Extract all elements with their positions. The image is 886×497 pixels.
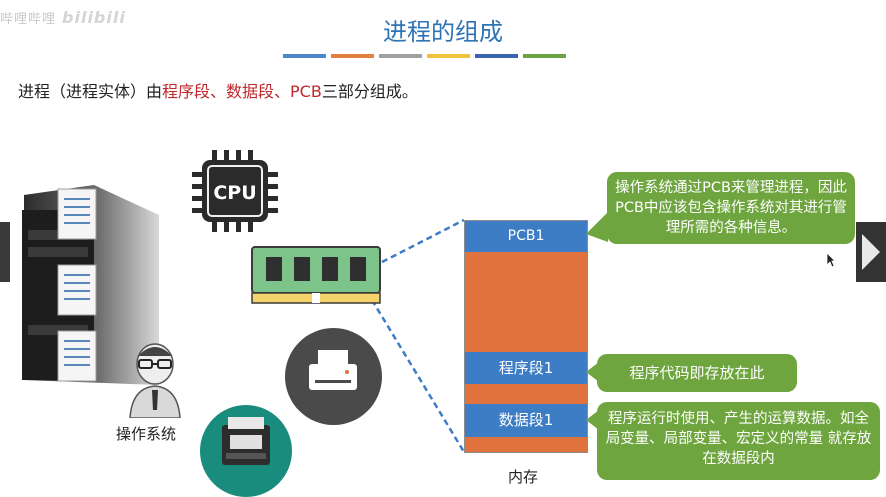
- memory-free-space: [464, 252, 588, 352]
- color-segment: [379, 54, 422, 58]
- memory-frame: [464, 220, 588, 453]
- mouse-cursor-icon: [826, 252, 836, 268]
- os-person-icon: [129, 343, 181, 418]
- memory-data-segment: 数据段1: [464, 404, 588, 437]
- color-segment: [331, 54, 374, 58]
- watermark-text: 哔哩哔哩: [0, 12, 57, 27]
- pcb-callout: 操作系统通过PCB来管理进程，因此PCB中应该包含操作系统对其进行管理所需的各种…: [607, 172, 855, 244]
- program-callout-tail: [586, 362, 599, 382]
- chevron-right-icon: [862, 234, 880, 270]
- data-callout: 程序运行时使用、产生的运算数据。如全局变量、局部变量、宏定义的常量 就存放在数据…: [597, 402, 880, 480]
- server-icon: [22, 185, 159, 385]
- color-segment: [427, 54, 470, 58]
- intro-highlight: 程序段、数据段、PCB: [162, 82, 322, 101]
- memory-free-space: [464, 384, 588, 404]
- color-segment: [475, 54, 518, 58]
- memory-pcb-block: PCB1: [464, 220, 588, 252]
- printer-circle: [285, 328, 382, 425]
- cpu-label: CPU: [213, 182, 256, 204]
- color-segment: [283, 54, 326, 58]
- intro-prefix: 进程（进程实体）由: [18, 82, 163, 101]
- slide-title: 进程的组成: [383, 18, 503, 46]
- memory-caption: 内存: [508, 468, 539, 486]
- memory-free-space: [464, 437, 588, 453]
- prev-slide-button[interactable]: [0, 222, 10, 282]
- next-slide-button[interactable]: [856, 222, 886, 282]
- watermark: 哔哩哔哩 bilibili: [0, 8, 126, 27]
- data-callout-tail: [586, 410, 599, 430]
- memory-program-segment: 程序段1: [464, 352, 588, 384]
- printer-icon: [309, 350, 357, 390]
- title-color-bar: [283, 54, 566, 58]
- bilibili-logo: bilibili: [62, 8, 126, 27]
- intro-text: 进程（进程实体）由程序段、数据段、PCB三部分组成。: [18, 78, 418, 102]
- fax-circle: [200, 405, 292, 497]
- color-segment: [523, 54, 566, 58]
- memory-module-icon: [251, 246, 381, 304]
- os-label: 操作系统: [116, 425, 177, 443]
- intro-suffix: 三部分组成。: [321, 82, 418, 101]
- pcb-callout-tail: [586, 212, 608, 242]
- fax-machine-icon: [222, 417, 270, 465]
- program-callout: 程序代码即存放在此: [597, 354, 797, 392]
- cpu-icon: CPU: [192, 150, 278, 232]
